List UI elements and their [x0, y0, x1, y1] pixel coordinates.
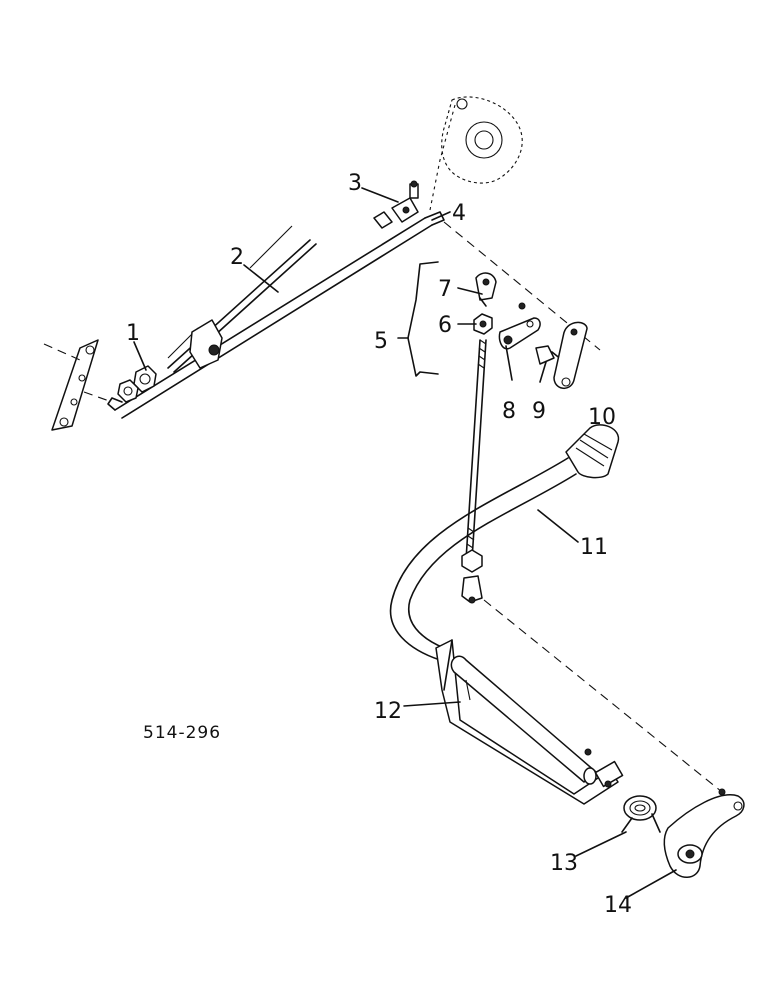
callout-9: 9: [532, 399, 546, 424]
callout-13: 13: [550, 851, 578, 876]
callout-6: 6: [438, 313, 452, 338]
housing-outline: [429, 96, 523, 211]
callout-7: 7: [438, 277, 452, 302]
callout-3: 3: [348, 171, 362, 196]
callout-12: 12: [374, 699, 402, 724]
clevis-assembly: [373, 180, 419, 229]
pedal-lever: [389, 424, 620, 661]
arm-plate: [553, 321, 588, 389]
cam-arm: [663, 788, 745, 878]
drawing-reference: 514-296: [143, 723, 221, 743]
callout-4: 4: [452, 201, 466, 226]
callout-14: 14: [604, 893, 632, 918]
threaded-rod: [461, 339, 487, 604]
shaft-bracket: [435, 639, 624, 805]
rod-end-fitting: [475, 272, 497, 301]
callout-5: 5: [374, 329, 388, 354]
small-lever: [498, 302, 541, 350]
callout-10: 10: [588, 405, 616, 430]
callout-8: 8: [502, 399, 516, 424]
callout-2: 2: [230, 245, 244, 270]
left-linkage-plate: [43, 339, 113, 431]
leader-lines: [133, 187, 677, 899]
torsion-spring: [621, 795, 661, 833]
callout-1: 1: [126, 321, 140, 346]
lock-nut: [473, 313, 493, 335]
control-rod: [107, 211, 445, 419]
callout-11: 11: [580, 535, 608, 560]
nut-pair: [117, 365, 157, 403]
